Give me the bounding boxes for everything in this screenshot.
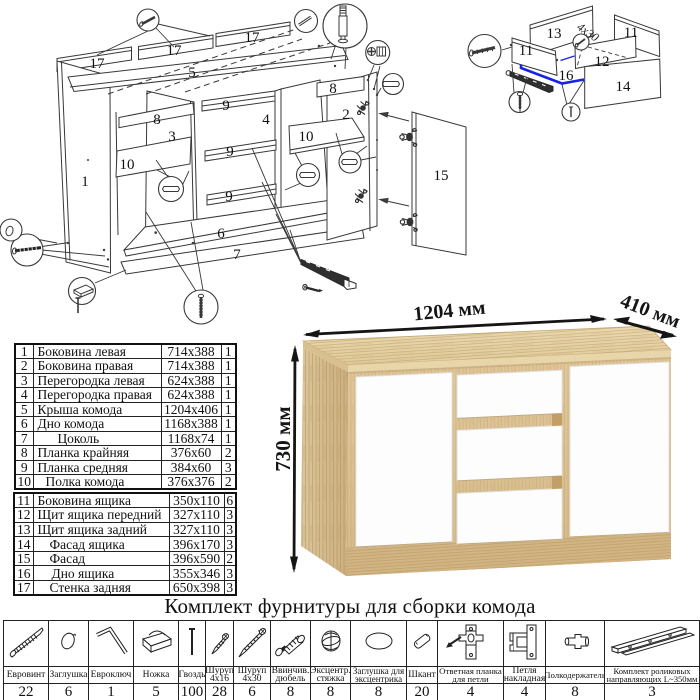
svg-text:7: 7 (233, 247, 241, 263)
svg-text:8: 8 (329, 81, 337, 97)
svg-text:13: 13 (547, 26, 562, 42)
svg-text:10: 10 (299, 129, 314, 145)
svg-text:6: 6 (217, 226, 225, 242)
svg-text:11: 11 (624, 25, 638, 41)
svg-text:17: 17 (167, 43, 183, 59)
svg-text:1: 1 (81, 174, 89, 190)
svg-text:4: 4 (262, 112, 270, 128)
svg-text:5: 5 (188, 65, 196, 81)
svg-text:9: 9 (226, 144, 234, 160)
svg-text:10: 10 (120, 157, 135, 173)
svg-text:11: 11 (519, 43, 533, 59)
svg-text:3: 3 (168, 129, 176, 145)
svg-text:12: 12 (595, 54, 610, 70)
svg-text:17: 17 (245, 30, 261, 46)
svg-text:9: 9 (222, 98, 230, 114)
svg-text:8: 8 (153, 112, 161, 128)
svg-text:730 мм: 730 мм (276, 406, 295, 471)
svg-text:16: 16 (559, 68, 575, 84)
svg-text:14: 14 (616, 79, 632, 95)
svg-text:9: 9 (225, 189, 233, 205)
svg-text:17: 17 (90, 56, 106, 72)
svg-text:2: 2 (342, 107, 350, 123)
svg-text:15: 15 (434, 168, 449, 184)
